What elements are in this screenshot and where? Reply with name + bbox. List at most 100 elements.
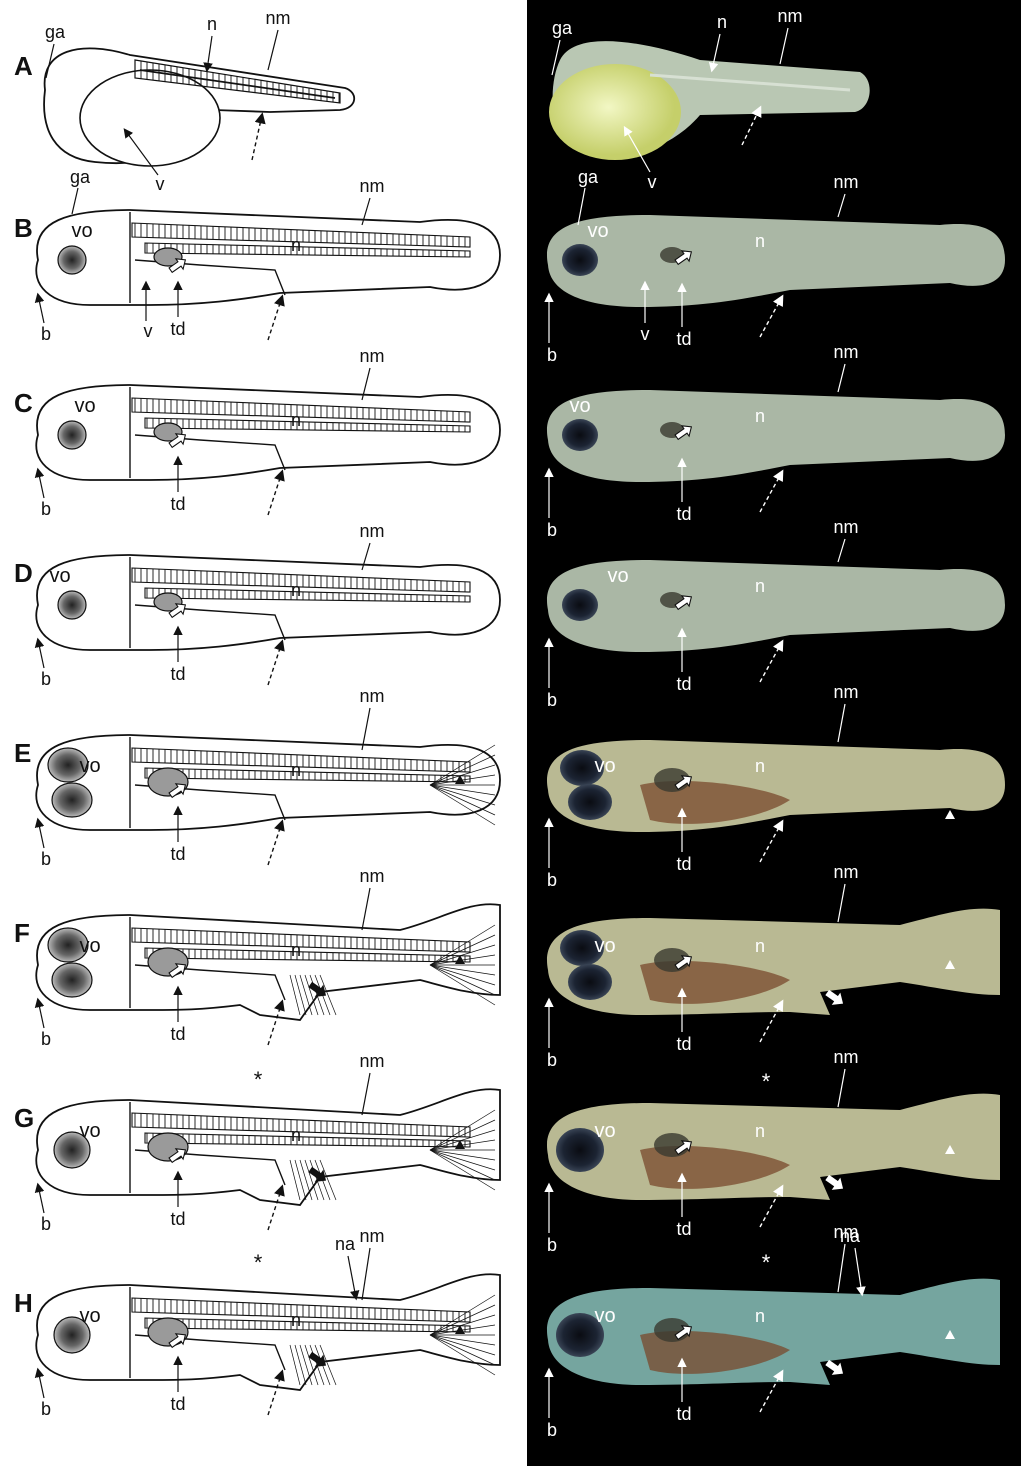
larva-outline	[36, 904, 500, 1020]
label-n: n	[291, 580, 301, 600]
drawing-panel-d: Dvonnmbtd	[14, 521, 500, 689]
label-na: na	[335, 1234, 356, 1254]
photo-label-vo: vo	[587, 220, 608, 242]
label-td: td	[170, 664, 185, 684]
photo-label-n: n	[717, 12, 727, 32]
yolk-photo	[549, 64, 681, 160]
label-b: b	[41, 1029, 51, 1049]
eye-photo	[562, 244, 598, 276]
photo-label-td: td	[676, 854, 691, 874]
label-v: v	[144, 321, 153, 341]
fin-ray-marker-photo	[945, 810, 955, 819]
panel-letter-a: A	[14, 51, 33, 81]
label-nm: nm	[265, 8, 290, 28]
label-nm: nm	[359, 176, 384, 196]
photo-label-nm: nm	[833, 342, 858, 362]
label-n: n	[291, 940, 301, 960]
photo-label-n: n	[755, 406, 765, 426]
label-td: td	[170, 494, 185, 514]
label-b: b	[41, 324, 51, 344]
drawing-panel-e: Evonnmbtd	[14, 686, 500, 869]
photo-label-b: b	[547, 690, 557, 710]
panel-letter-b: B	[14, 213, 33, 243]
label-b: b	[41, 1399, 51, 1419]
drawing-panel-a: Agannmv	[14, 8, 354, 194]
photo-label-n: n	[755, 936, 765, 956]
drawing-panel-f: Fvonnmbtd	[14, 866, 500, 1049]
panel-letter-c: C	[14, 388, 33, 418]
photo-label-vo: vo	[607, 565, 628, 587]
photo-label-nm: nm	[833, 682, 858, 702]
photo-label-b: b	[547, 520, 557, 540]
label-vo: vo	[71, 220, 92, 242]
label-td: td	[170, 319, 185, 339]
label-nm: nm	[359, 346, 384, 366]
label-vo: vo	[79, 935, 100, 957]
photo-panel-f: vonnmbtd	[547, 862, 1000, 1070]
larva-outline	[36, 1274, 500, 1390]
eye	[58, 246, 86, 274]
label-b: b	[41, 849, 51, 869]
label-vo: vo	[79, 1120, 100, 1142]
larva-photo	[547, 1279, 1000, 1385]
photo-label-td: td	[676, 1219, 691, 1239]
photo-label-nm: nm	[833, 172, 858, 192]
larva-outline	[36, 1089, 500, 1205]
larva-photo	[547, 1094, 1000, 1200]
panel-letter-f: F	[14, 918, 30, 948]
photo-label-asterisk: *	[762, 1069, 771, 1094]
photo-label-td: td	[676, 504, 691, 524]
photo-label-asterisk: *	[762, 1250, 771, 1275]
larva-outline	[36, 210, 500, 305]
label-n: n	[291, 1125, 301, 1145]
photo-label-n: n	[755, 1121, 765, 1141]
label-nm: nm	[359, 686, 384, 706]
label-vo: vo	[74, 395, 95, 417]
panel-letter-g: G	[14, 1103, 34, 1133]
eye	[58, 591, 86, 619]
label-ga: ga	[45, 22, 66, 42]
photo-label-vo: vo	[594, 755, 615, 777]
photo-label-td: td	[676, 329, 691, 349]
label-nm: nm	[359, 866, 384, 886]
photo-label-nm: nm	[833, 862, 858, 882]
photo-label-b: b	[547, 870, 557, 890]
larva-photo	[547, 740, 1005, 832]
photo-label-vo: vo	[594, 935, 615, 957]
label-n: n	[291, 1310, 301, 1330]
label-nm: nm	[359, 521, 384, 541]
eye-photo-lower	[568, 784, 612, 820]
photo-label-ga: ga	[552, 18, 573, 38]
photo-label-nm: nm	[777, 6, 802, 26]
larva-outline	[36, 555, 500, 650]
photo-label-n: n	[755, 231, 765, 251]
drawing-panel-b: Bvonnmgabvtd	[14, 167, 500, 344]
eye-photo	[562, 589, 598, 621]
photo-label-n: n	[755, 1306, 765, 1326]
label-vo: vo	[79, 755, 100, 777]
label-n: n	[291, 235, 301, 255]
eye-lower	[52, 963, 92, 997]
photo-label-b: b	[547, 1235, 557, 1255]
label-td: td	[170, 1209, 185, 1229]
label-asterisk: *	[254, 1250, 263, 1275]
photo-panel-e: vonnmbtd	[547, 682, 1005, 890]
larva-outline	[36, 735, 500, 830]
label-td: td	[170, 844, 185, 864]
panel-letter-d: D	[14, 558, 33, 588]
photo-label-vo: vo	[594, 1305, 615, 1327]
photo-label-nm: nm	[833, 1047, 858, 1067]
photo-label-b: b	[547, 1420, 557, 1440]
photo-label-n: n	[755, 576, 765, 596]
label-n: n	[291, 410, 301, 430]
photo-label-b: b	[547, 345, 557, 365]
photo-label-vo: vo	[594, 1120, 615, 1142]
